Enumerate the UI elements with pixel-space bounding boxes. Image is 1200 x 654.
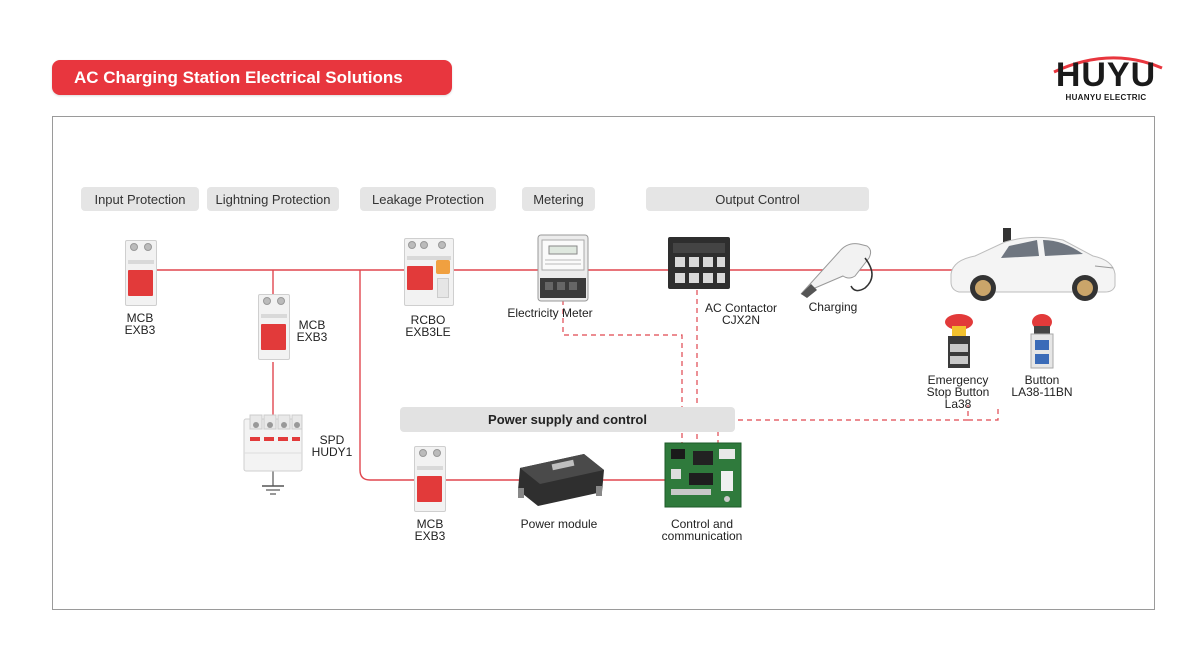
- charging-gun-icon: [795, 236, 877, 298]
- logo-subtitle: HUANYU ELECTRIC: [1065, 93, 1147, 102]
- diagram-frame: [52, 116, 1155, 610]
- logo-brand: HUYU: [1055, 56, 1157, 94]
- logo-swoosh-icon: [1053, 56, 1163, 74]
- electricity-meter-label: Electricity Meter: [507, 306, 593, 320]
- category-leakage-protection: Leakage Protection: [360, 187, 496, 211]
- electricity-meter-icon: [537, 234, 589, 302]
- mcb-lightning-icon: [258, 294, 290, 360]
- power-module-label: Power module: [520, 517, 598, 531]
- category-metering: Metering: [522, 187, 595, 211]
- control-board-icon: [663, 441, 743, 509]
- spd-icon: [242, 413, 304, 475]
- mcb-input-icon: [125, 240, 157, 306]
- power-module-icon: [512, 450, 608, 508]
- mcb-power-icon: [414, 446, 446, 512]
- category-output-control: Output Control: [646, 187, 869, 211]
- ac-contactor-icon: [667, 235, 731, 291]
- charging-label: Charging: [808, 300, 858, 314]
- category-lightning-protection: Lightning Protection: [207, 187, 339, 211]
- power-supply-section: Power supply and control: [400, 407, 735, 432]
- category-input-protection: Input Protection: [81, 187, 199, 211]
- electric-car-icon: [945, 226, 1120, 304]
- rcbo-icon: [404, 238, 454, 306]
- huyu-logo: HUYU HUANYU ELECTRIC: [1050, 50, 1170, 105]
- page-title: AC Charging Station Electrical Solutions: [52, 60, 452, 95]
- push-button-icon: [1025, 312, 1059, 372]
- emergency-stop-button-icon: [942, 312, 976, 372]
